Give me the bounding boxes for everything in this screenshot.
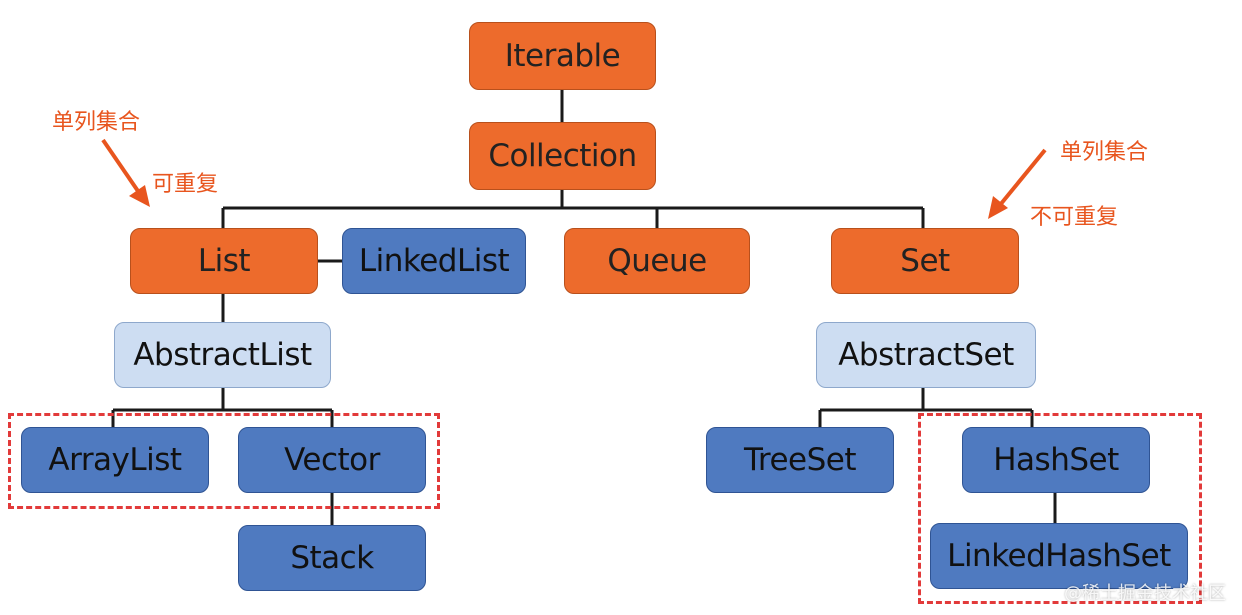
vector-node: Vector bbox=[238, 427, 426, 493]
queue-node: Queue bbox=[564, 228, 750, 294]
left-annotation-repeatable: 可重复 bbox=[152, 172, 219, 197]
hashset-node: HashSet bbox=[962, 427, 1150, 493]
watermark: @稀土掘金技术社区 bbox=[1064, 583, 1226, 604]
treeset-node: TreeSet bbox=[706, 427, 894, 493]
stack-node: Stack bbox=[238, 525, 426, 591]
set-implementations-highlight bbox=[918, 413, 1202, 604]
right-annotation-single-column: 单列集合 bbox=[1060, 140, 1149, 165]
collection-node: Collection bbox=[469, 122, 656, 190]
iterable-node: Iterable bbox=[469, 22, 656, 90]
linkedlist-node: LinkedList bbox=[342, 228, 526, 294]
left-annotation-single-column: 单列集合 bbox=[52, 110, 141, 135]
list-implementations-highlight bbox=[8, 413, 440, 509]
set-node: Set bbox=[831, 228, 1019, 294]
arraylist-node: ArrayList bbox=[21, 427, 209, 493]
list-node: List bbox=[130, 228, 318, 294]
abstractlist-node: AbstractList bbox=[114, 322, 331, 388]
linkedhashset-node: LinkedHashSet bbox=[930, 523, 1188, 589]
right-annotation-non-repeatable: 不可重复 bbox=[1030, 205, 1119, 230]
abstractset-node: AbstractSet bbox=[816, 322, 1036, 388]
